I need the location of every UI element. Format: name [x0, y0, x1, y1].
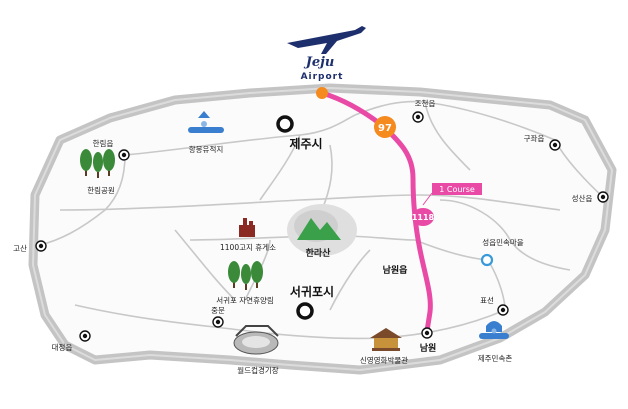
worldcup-label: 월드컵경기장	[237, 365, 278, 375]
seongeup-label: 성읍민속마을	[482, 237, 523, 247]
road-97-label: 97	[378, 123, 392, 134]
hallim-label: 한림읍	[93, 139, 114, 148]
town-markers: 조천읍 구좌읍 성산읍 한림읍 고산 대정읍	[13, 98, 609, 354]
airplane-icon	[287, 26, 366, 54]
hangmong-icon	[188, 111, 224, 133]
marker-gosan: 고산	[13, 240, 47, 253]
rest-area-icon	[239, 218, 255, 237]
marker-jungmun: 중문	[211, 306, 225, 328]
seongeup-marker: 성읍민속마을	[480, 237, 524, 267]
jungmun-label: 중문	[211, 306, 225, 315]
marker-namwon: 남원	[420, 327, 437, 354]
marker-jocheon: 조천읍	[412, 98, 436, 123]
city-jeju: 제주시	[276, 115, 323, 151]
folk-village-icon	[479, 321, 509, 339]
stadium-icon	[233, 325, 279, 355]
airport-caption: Airport	[301, 72, 344, 82]
hallim-park-label: 한림공원	[87, 186, 115, 195]
tree-icon	[80, 149, 115, 178]
road-97-badge: 97	[374, 116, 396, 138]
daejeong-label: 대정읍	[52, 342, 73, 352]
namwon-eup-label: 남원읍	[383, 264, 408, 276]
road-1118-label: 1118	[412, 213, 435, 222]
pyoseon-label: 표선	[480, 296, 494, 305]
folk-village-label: 제주민속촌	[478, 353, 513, 363]
jocheon-label: 조천읍	[415, 98, 436, 108]
airport-logo: Jeju Airport	[287, 26, 366, 82]
route-start-marker	[316, 87, 328, 99]
marker-gujwa: 구좌읍	[524, 134, 561, 151]
city-seogwipo: 서귀포시	[290, 284, 334, 320]
forest-icon	[228, 261, 263, 290]
gosan-label: 고산	[13, 243, 27, 253]
island-inner-edge	[32, 87, 613, 371]
hallasan-label: 한라산	[306, 247, 332, 259]
recreation-forest-label: 서귀포 자연휴양림	[216, 295, 274, 305]
road-1118-badge: 1118	[412, 208, 435, 226]
course-label: 1 Course	[439, 185, 475, 194]
city-jeju-label: 제주시	[289, 137, 322, 151]
hallasan: 한라산	[287, 204, 357, 259]
marker-hallim: 한림읍	[93, 139, 130, 161]
museum-icon	[370, 328, 402, 351]
marker-daejeong: 대정읍	[52, 330, 91, 352]
marker-pyoseon: 표선	[480, 296, 509, 316]
route-course-1	[319, 90, 433, 336]
gujwa-label: 구좌읍	[524, 134, 545, 143]
marker-seongsan: 성산읍	[572, 191, 609, 203]
namwon-label: 남원	[420, 342, 437, 354]
rest-area-label: 1100고지 휴게소	[220, 242, 276, 252]
seongsan-label: 성산읍	[572, 193, 593, 203]
shinyoung-label: 신영영화박물관	[360, 355, 408, 365]
city-seogwipo-label: 서귀포시	[290, 284, 334, 299]
jeju-logo-text: Jeju	[303, 55, 335, 70]
course-callout: 1 Course	[422, 183, 482, 206]
hangmong-label: 항몽유적지	[189, 144, 224, 154]
